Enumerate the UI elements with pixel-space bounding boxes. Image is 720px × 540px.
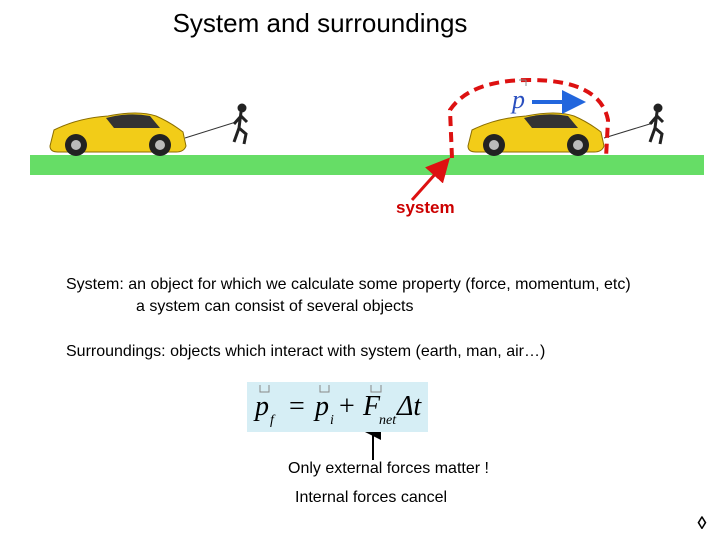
ground-strip bbox=[30, 155, 704, 175]
left-car bbox=[49, 112, 187, 156]
internal-forces-note: Internal forces cancel bbox=[295, 489, 448, 506]
system-pointer-arrow bbox=[410, 157, 451, 202]
external-forces-note: Only external forces matter ! bbox=[288, 460, 489, 477]
eq-p-initial: p bbox=[313, 391, 329, 422]
momentum-symbol: p bbox=[510, 85, 525, 114]
system-label: system bbox=[396, 198, 455, 217]
left-man bbox=[232, 103, 249, 145]
momentum-equation: p f = p i + F net Δt bbox=[247, 382, 428, 432]
right-man bbox=[648, 103, 665, 145]
right-rope bbox=[603, 122, 654, 139]
eq-p-final: p bbox=[253, 391, 269, 422]
eq-sub-net: net bbox=[379, 413, 397, 428]
eq-delta-t: Δt bbox=[396, 391, 422, 422]
system-definition-note: a system can consist of several objects bbox=[136, 298, 414, 315]
eq-equals: = bbox=[289, 391, 305, 422]
system-outline bbox=[447, 77, 611, 159]
surroundings-definition: Surroundings: objects which interact wit… bbox=[66, 343, 546, 360]
eq-plus: + bbox=[339, 391, 355, 422]
system-definition: System: an object for which we calculate… bbox=[66, 276, 631, 293]
slide-title: System and surroundings bbox=[172, 8, 468, 38]
next-slide-icon[interactable]: ◊ bbox=[697, 513, 707, 533]
right-car bbox=[467, 112, 605, 156]
eq-sub-f: f bbox=[270, 413, 276, 428]
eq-force: F bbox=[362, 391, 381, 422]
left-rope bbox=[184, 121, 237, 139]
eq-sub-i: i bbox=[330, 413, 334, 428]
